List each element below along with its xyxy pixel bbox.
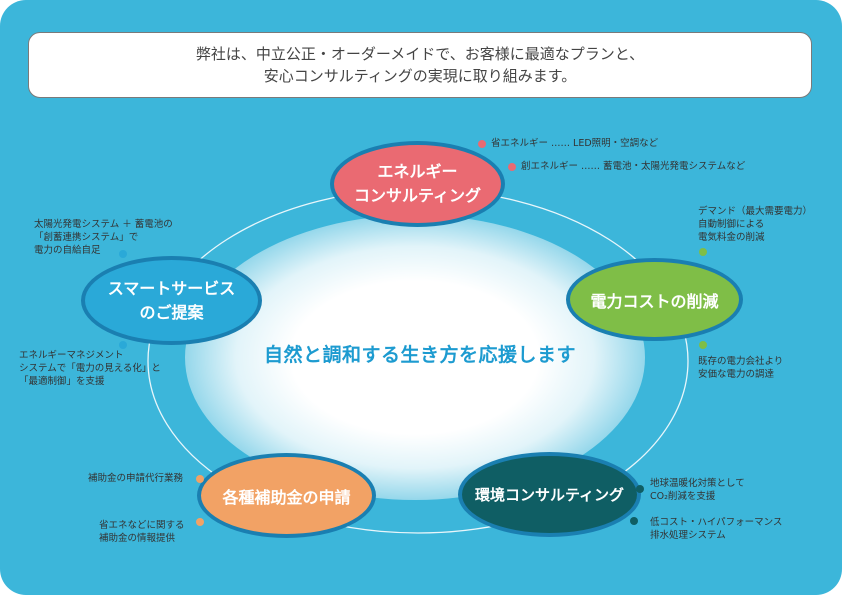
smart-note-1: 太陽光発電システム ＋ 蓄電池の 「創蓄連携システム」で 電力の自給自足 xyxy=(34,219,173,256)
energy-note-1-dot xyxy=(478,140,486,148)
intro-box: 弊社は、中立公正・オーダーメイドで、お客様に最適なプランと、 安心コンサルティン… xyxy=(28,32,812,98)
subsidy-label: 各種補助金の申請 xyxy=(222,487,351,507)
energy-note-2: 創エネルギー …… 蓄電池・太陽光発電システムなど xyxy=(521,161,746,172)
energy-consulting-node: エネルギー コンサルティング xyxy=(330,141,505,227)
smart-note-1-dot xyxy=(119,250,127,258)
environment-consulting-node: 環境コンサルティング xyxy=(458,452,641,537)
energy-note-2-dot xyxy=(508,163,516,171)
energy-label-line-2: コンサルティング xyxy=(353,186,482,205)
subsidy-note-1: 補助金の申請代行業務 xyxy=(88,473,184,484)
smart-label-line-1: スマートサービス xyxy=(107,278,236,298)
power-note-2: 既存の電力会社より 安価な電力の調達 xyxy=(698,356,784,380)
energy-label-line-1: エネルギー xyxy=(377,162,458,181)
env-note-1: 地球温暖化対策として CO₂削減を支援 xyxy=(650,478,745,502)
env-note-2-dot xyxy=(630,517,638,525)
subsidy-application-node: 各種補助金の申請 xyxy=(197,453,376,538)
environment-label: 環境コンサルティング xyxy=(474,486,625,504)
smart-note-2-dot xyxy=(119,341,127,349)
subsidy-note-2: 省エネなどに関する 補助金の情報提供 xyxy=(99,520,185,544)
env-note-1-dot xyxy=(636,485,644,493)
smart-service-node: スマートサービス のご提案 xyxy=(81,256,262,345)
power-note-1: デマンド（最大需要電力） 自動制御による 電気料金の削減 xyxy=(698,206,813,243)
power-note-1-dot xyxy=(699,248,707,256)
intro-line-1: 弊社は、中立公正・オーダーメイドで、お客様に最適なプランと、 xyxy=(195,45,645,63)
center-message: 自然と調和する生き方を応援します xyxy=(263,344,576,366)
power-cost-label: 電力コストの削減 xyxy=(590,291,719,311)
energy-note-1: 省エネルギー …… LED照明・空調など xyxy=(491,138,659,149)
intro-line-2: 安心コンサルティングの実現に取り組みます。 xyxy=(263,67,577,85)
subsidy-note-1-dot xyxy=(196,475,204,483)
smart-note-2: エネルギーマネジメント システムで「電力の見える化」と 「最適制御」を支援 xyxy=(19,350,161,387)
power-cost-node: 電力コストの削減 xyxy=(566,258,743,341)
env-note-2: 低コスト・ハイパフォーマンス 排水処理システム xyxy=(650,517,783,541)
power-note-2-dot xyxy=(699,341,707,349)
smart-label-line-2: のご提案 xyxy=(139,302,204,322)
subsidy-note-2-dot xyxy=(196,518,204,526)
